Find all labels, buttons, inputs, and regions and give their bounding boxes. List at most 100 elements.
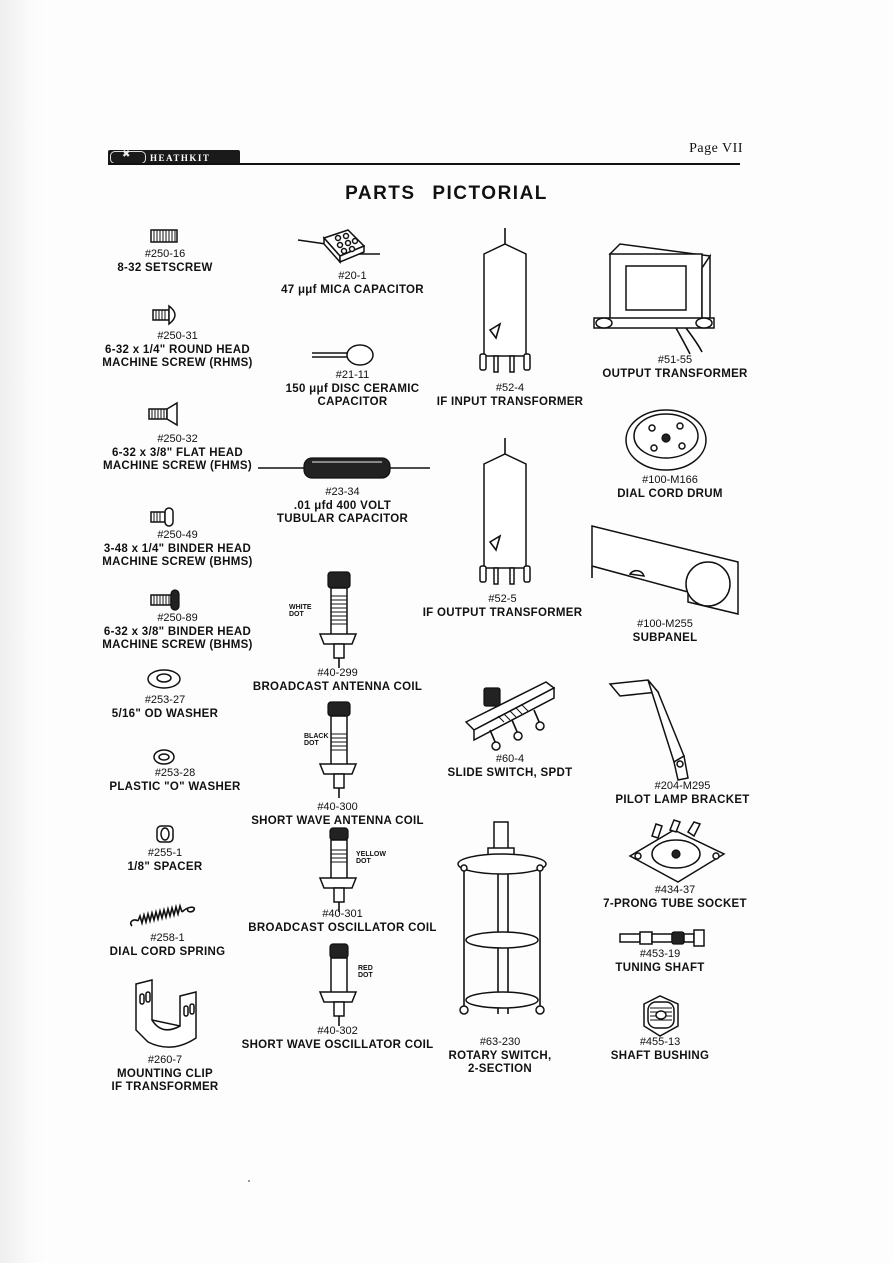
- dot-tag-line: DOT: [356, 858, 371, 865]
- part-description-line: MACHINE SCREW (BHMS): [102, 556, 253, 568]
- dial-cord-spring-icon: [129, 903, 196, 927]
- part-label-52-5: #52-5 IF OUTPUT TRANSFORMER: [410, 593, 595, 620]
- part-label-260-7: #260-7 MOUNTING CLIP IF TRANSFORMER: [95, 1054, 235, 1095]
- part-number: #100-M166: [642, 474, 698, 486]
- part-description: IF OUTPUT TRANSFORMER: [422, 606, 583, 619]
- binder-head-screw-icon: [150, 507, 174, 527]
- dot-tag-line: DOT: [304, 740, 319, 747]
- washer-icon: [147, 669, 181, 689]
- part-label-250-32: #250-32 6-32 x 3/8" FLAT HEAD MACHINE SC…: [100, 433, 255, 474]
- dot-tag-line: DOT: [358, 972, 373, 979]
- mica-capacitor-icon: [297, 229, 380, 264]
- flat-head-screw-icon: [148, 401, 178, 427]
- dot-tag-line: WHITE: [289, 604, 312, 611]
- round-head-screw-icon: [152, 304, 176, 326]
- part-number: #52-5: [488, 593, 517, 605]
- part-description-line: MOUNTING CLIP: [117, 1067, 213, 1080]
- part-description: TUNING SHAFT: [615, 961, 705, 974]
- short-wave-antenna-coil-icon: [318, 701, 358, 798]
- mounting-clip-icon: [135, 979, 197, 1048]
- part-description-line: MACHINE SCREW (BHMS): [102, 639, 253, 651]
- part-description-line: .01 μfd 400 VOLT: [293, 499, 392, 512]
- part-description: SHORT WAVE OSCILLATOR COIL: [241, 1038, 434, 1051]
- scan-edge-shadow: [0, 0, 45, 1263]
- part-number: #250-32: [157, 433, 198, 445]
- part-label-20-1: #20-1 47 μμf MICA CAPACITOR: [265, 270, 440, 297]
- part-number: #253-28: [154, 767, 196, 779]
- part-description-line: ROTARY SWITCH,: [448, 1049, 552, 1062]
- part-label-253-28: #253-28 PLASTIC "O" WASHER: [100, 767, 250, 794]
- part-label-250-31: #250-31 6-32 x 1/4" ROUND HEAD MACHINE S…: [100, 330, 255, 371]
- part-label-60-4: #60-4 SLIDE SWITCH, SPDT: [435, 753, 585, 780]
- part-description: DIAL CORD DRUM: [617, 487, 723, 500]
- part-description-line: IF TRANSFORMER: [111, 1081, 219, 1093]
- part-label-40-300: #40-300 SHORT WAVE ANTENNA COIL: [240, 801, 435, 828]
- page-title: PARTS PICTORIAL: [345, 183, 548, 204]
- part-number: #260-7: [147, 1054, 183, 1066]
- subpanel-icon: [591, 525, 739, 615]
- part-label-100-M255: #100-M255 SUBPANEL: [610, 618, 720, 645]
- pilot-lamp-bracket-icon: [608, 679, 689, 781]
- part-description: BROADCAST ANTENNA COIL: [252, 680, 423, 693]
- part-description-line: TUBULAR CAPACITOR: [276, 513, 409, 525]
- page-number: Page VII: [689, 141, 743, 156]
- part-number: #40-300: [317, 801, 358, 813]
- color-dot-tag: RED DOT: [358, 965, 373, 979]
- binder-head-screw-long-icon: [150, 589, 180, 611]
- part-label-23-34: #23-34 .01 μfd 400 VOLT TUBULAR CAPACITO…: [260, 486, 425, 527]
- part-description: 1/8" SPACER: [127, 860, 203, 873]
- part-description-line: 3-48 x 1/4" BINDER HEAD: [103, 542, 252, 555]
- if-input-transformer-icon: [479, 228, 531, 373]
- part-description-line: MACHINE SCREW (FHMS): [102, 460, 253, 472]
- tube-socket-icon: [628, 819, 726, 883]
- rotary-switch-icon: [457, 821, 547, 1015]
- disc-ceramic-capacitor-icon: [312, 344, 374, 366]
- part-number: #455-13: [639, 1036, 681, 1048]
- spacer-icon: [156, 825, 174, 843]
- part-label-51-55: #51-55 OUTPUT TRANSFORMER: [595, 354, 755, 381]
- part-description: DIAL CORD SPRING: [109, 945, 226, 958]
- part-number: #453-19: [639, 948, 681, 960]
- part-number: #100-M255: [637, 618, 693, 630]
- dot-tag-line: DOT: [289, 611, 304, 618]
- dot-tag-line: RED: [358, 965, 373, 972]
- part-number: #40-301: [322, 908, 363, 920]
- broadcast-oscillator-coil-icon: [318, 827, 358, 912]
- part-label-40-299: #40-299 BROADCAST ANTENNA COIL: [250, 667, 425, 694]
- part-number: #21-11: [335, 369, 370, 381]
- part-number: #255-1: [147, 847, 183, 859]
- o-washer-icon: [153, 749, 175, 765]
- color-dot-tag: WHITE DOT: [289, 604, 312, 618]
- part-label-453-19: #453-19 TUNING SHAFT: [610, 948, 710, 975]
- dot-tag-line: YELLOW: [356, 851, 386, 858]
- part-description: 5/16" OD WASHER: [111, 707, 219, 720]
- part-number: #51-55: [657, 354, 693, 366]
- part-description: SHAFT BUSHING: [610, 1049, 710, 1062]
- part-number: #250-89: [157, 612, 198, 624]
- logo-wordmark: HEATHKIT: [150, 152, 211, 163]
- part-number: #250-31: [157, 330, 198, 342]
- part-description-line: 6-32 x 1/4" ROUND HEAD: [105, 343, 250, 356]
- part-description: PLASTIC "O" WASHER: [109, 780, 241, 793]
- color-dot-tag: YELLOW DOT: [356, 851, 386, 865]
- part-label-455-13: #455-13 SHAFT BUSHING: [605, 1036, 715, 1063]
- dot-tag-line: BLACK: [304, 733, 329, 740]
- part-description: PILOT LAMP BRACKET: [615, 793, 750, 806]
- part-label-250-89: #250-89 6-32 x 3/8" BINDER HEAD MACHINE …: [95, 612, 260, 653]
- part-description: IF INPUT TRANSFORMER: [436, 395, 584, 408]
- slide-switch-icon: [464, 681, 556, 751]
- part-number: #434-37: [654, 884, 696, 896]
- part-label-253-27: #253-27 5/16" OD WASHER: [100, 694, 230, 721]
- scan-speck: [248, 1180, 250, 1182]
- color-dot-tag: BLACK DOT: [304, 733, 329, 747]
- part-number: #253-27: [144, 694, 186, 706]
- tuning-shaft-icon: [619, 929, 705, 947]
- part-label-250-16: #250-16 8-32 SETSCREW: [110, 248, 220, 275]
- part-number: #250-16: [144, 248, 186, 260]
- part-label-21-11: #21-11 150 μμf DISC CERAMIC CAPACITOR: [265, 369, 440, 410]
- short-wave-oscillator-coil-icon: [318, 943, 358, 1026]
- part-description-line: 2-SECTION: [467, 1063, 533, 1075]
- part-number: #250-49: [157, 529, 198, 541]
- part-label-258-1: #258-1 DIAL CORD SPRING: [100, 932, 235, 959]
